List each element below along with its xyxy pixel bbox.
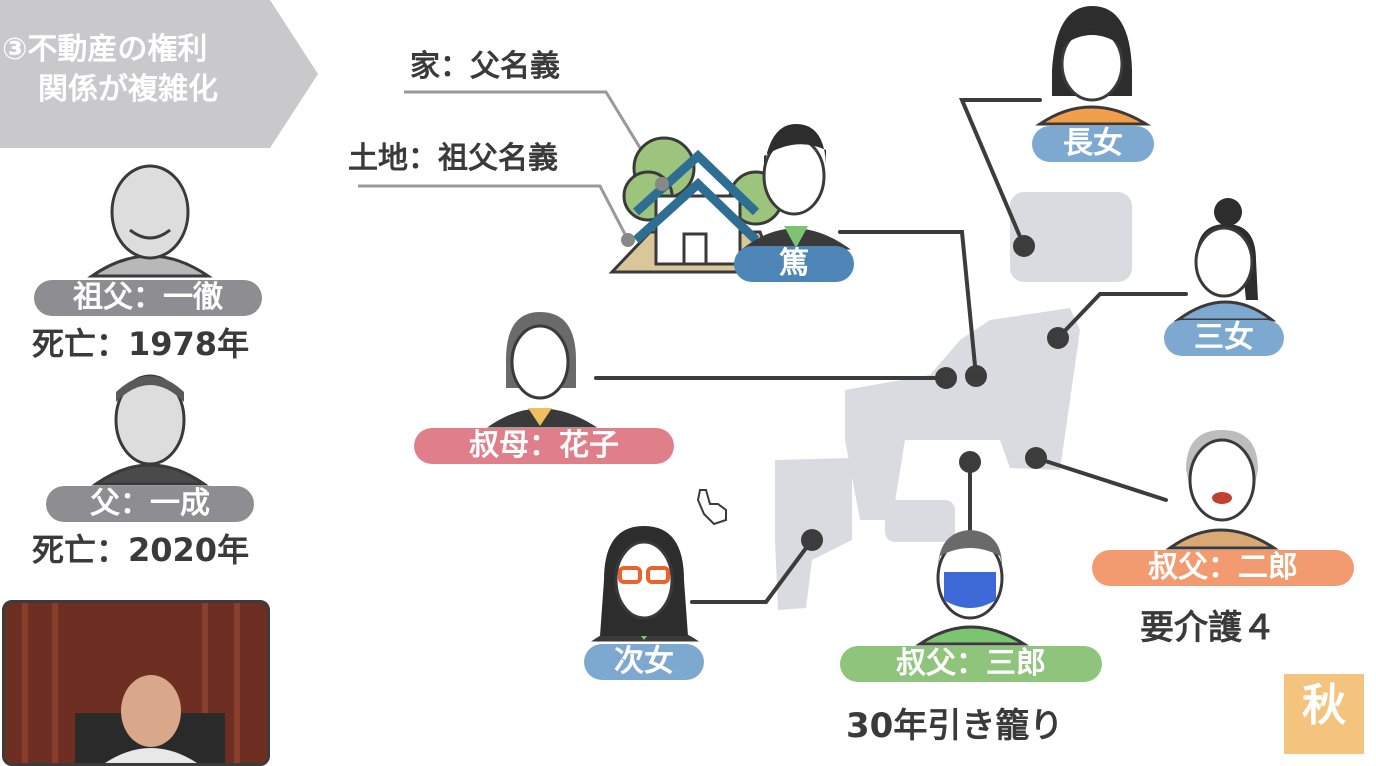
connector-atsushi	[838, 230, 978, 378]
eldest-daughter-label: 長女	[1032, 126, 1154, 162]
second-daughter-avatar	[591, 526, 700, 642]
uncle-jiro-label: 叔父：二郎	[1092, 550, 1354, 586]
third-daughter-label: 三女	[1164, 320, 1284, 356]
presenter-image	[5, 603, 267, 763]
connector-dots	[801, 235, 1069, 551]
title-banner	[0, 0, 318, 148]
second-daughter-label: 次女	[584, 644, 704, 680]
grandfather-death: 死亡：1978年	[32, 325, 250, 363]
connector-second-daughter	[690, 538, 814, 604]
father-death: 死亡：2020年	[32, 531, 250, 569]
channel-stamp: 秋	[1284, 674, 1364, 754]
house-ownership: 家：父名義	[410, 49, 560, 84]
father-avatar	[91, 374, 209, 486]
atsushi-avatar	[741, 124, 851, 250]
connector-uncle-jiro	[1034, 456, 1168, 502]
hand-pointer-icon	[696, 489, 727, 526]
grandfather-avatar	[87, 164, 213, 278]
title-line-1: ③不動産の権利	[2, 32, 208, 67]
father-label: 父：一成	[46, 486, 254, 522]
title-line-2: 関係が複雑化	[38, 72, 218, 107]
third-daughter-avatar	[1173, 198, 1277, 322]
uncle-saburo-label: 叔父：三郎	[840, 646, 1102, 682]
map-hokkaido	[1010, 192, 1132, 282]
presenter-webcam	[2, 600, 270, 766]
atsushi-label: 篤	[734, 246, 854, 282]
map-honshu	[845, 308, 1080, 520]
aunt-avatar	[487, 312, 598, 428]
land-ownership: 土地：祖父名義	[348, 141, 558, 176]
uncle-saburo-note: 30年引き籠り	[846, 706, 1064, 746]
uncle-jiro-note: 要介護４	[1140, 608, 1276, 648]
connector-third-daughter	[1056, 292, 1188, 340]
connectors	[594, 98, 1188, 604]
connector-eldest-daughter	[958, 98, 1042, 248]
uncle-jiro-avatar	[1165, 430, 1279, 550]
grandfather-label: 祖父：一徹	[34, 280, 262, 316]
aunt-label: 叔母：花子	[414, 428, 674, 464]
map-shikoku	[885, 500, 955, 542]
eldest-daughter-avatar	[1035, 6, 1152, 126]
uncle-saburo-avatar	[915, 530, 1030, 646]
